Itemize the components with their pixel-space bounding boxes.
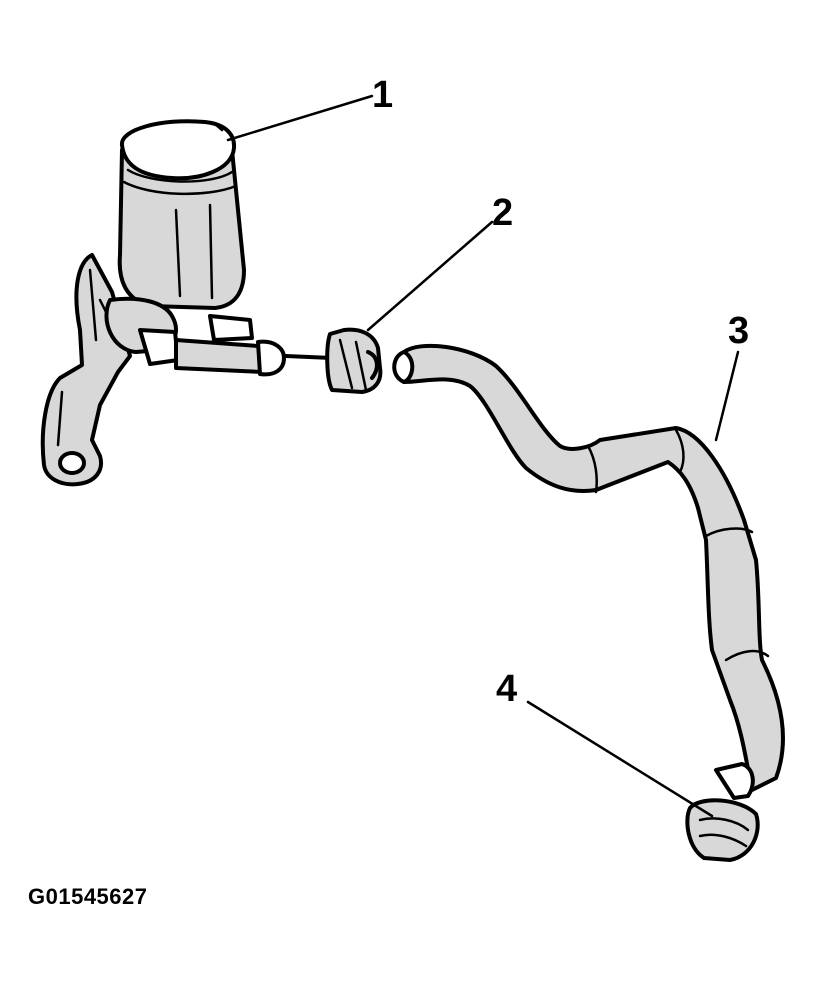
hose-clamp-lower bbox=[685, 762, 760, 862]
callout-2: 2 bbox=[492, 192, 514, 234]
leader-lines bbox=[226, 94, 740, 818]
callout-4: 4 bbox=[496, 668, 518, 710]
callout-1: 1 bbox=[372, 74, 394, 116]
fluid-reservoir bbox=[40, 119, 334, 487]
hose-clamp-upper bbox=[325, 327, 383, 394]
return-hose bbox=[392, 343, 786, 792]
figure-code: G01545627 bbox=[28, 884, 148, 909]
callout-3: 3 bbox=[728, 310, 750, 352]
